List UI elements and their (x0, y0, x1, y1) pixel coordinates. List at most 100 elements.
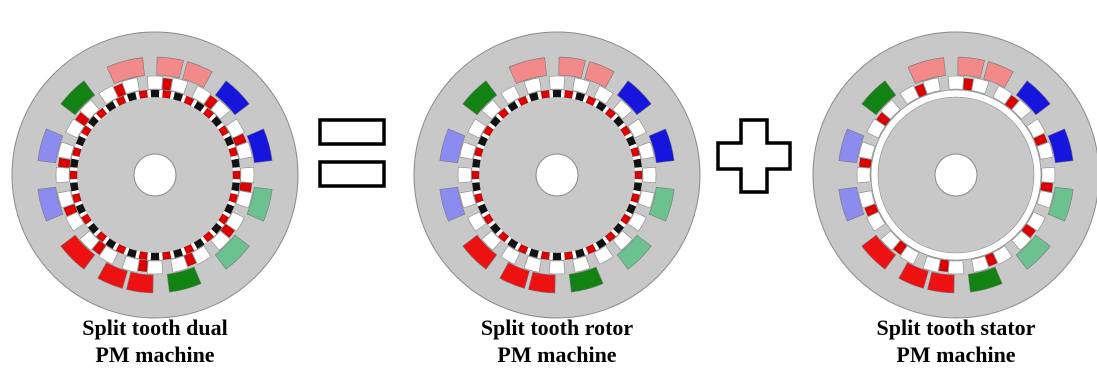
rotor-magnet (574, 92, 586, 102)
stator-tooth (57, 141, 75, 160)
stator-tooth (922, 255, 941, 273)
stator-magnet (162, 78, 173, 91)
stator-magnet (876, 112, 891, 126)
rotor-gap (169, 250, 175, 259)
rotor-magnet (472, 158, 481, 169)
stator-magnet (184, 252, 197, 267)
coil-side (568, 266, 604, 293)
coil-side (648, 128, 675, 164)
coil-side (499, 262, 530, 289)
equals-sign-icon (318, 118, 386, 188)
stator-pm-machine-diagram (812, 31, 1097, 319)
rotor-gap (481, 210, 490, 218)
stator-tooth (500, 245, 521, 265)
stator-tooth (459, 190, 477, 209)
rotor-magnet (80, 213, 92, 225)
coil-side (907, 57, 946, 85)
stator-magnet (63, 204, 78, 217)
rotor-gap (634, 167, 642, 172)
rotor-gap (624, 210, 633, 218)
stator-tooth (880, 230, 901, 251)
stator-tooth (971, 255, 990, 273)
rotor-gap (135, 91, 141, 100)
stator-tooth (627, 211, 647, 232)
coil-side (1015, 234, 1051, 270)
rotor-gap (632, 155, 641, 161)
coil-side (166, 266, 202, 293)
rotor-pm-machine-caption: Split tooth rotor PM machine (427, 314, 687, 368)
stator-tooth (170, 255, 189, 273)
coil-side (156, 56, 184, 79)
stator-magnet (239, 182, 252, 193)
rotor-gap (158, 90, 163, 98)
rotor-gap (473, 155, 482, 161)
machine-group (11, 31, 299, 319)
rotor-gap (525, 247, 532, 256)
coil-side (584, 61, 615, 88)
stator-tooth (971, 77, 990, 95)
rotor-gap (147, 90, 152, 98)
equals-bottom-bar (318, 160, 386, 188)
stator-tooth (65, 211, 85, 232)
stator-tooth (899, 245, 920, 265)
rotor-gap (549, 252, 554, 260)
rotor-magnet (497, 107, 510, 120)
stator-tooth (922, 77, 941, 95)
equals-top-bar (318, 118, 386, 146)
rotor-gap (476, 200, 485, 207)
stator-tooth (481, 230, 502, 251)
rotor-gap (582, 247, 589, 256)
rotor-gap (208, 228, 217, 237)
rotor-gap (200, 236, 208, 245)
plus-sign-icon (716, 118, 792, 194)
rotor-gap (634, 178, 642, 183)
rotor-gap (582, 94, 589, 103)
rotor-gap (537, 250, 543, 259)
rotor-magnet (630, 192, 640, 204)
stator-tooth (457, 166, 472, 184)
rotor-gap (504, 236, 512, 245)
rotor-gap (190, 242, 198, 251)
rotor-gap (147, 252, 152, 260)
rotor-magnet (612, 222, 625, 235)
stator-magnet (113, 83, 126, 98)
stator-tooth (191, 85, 212, 105)
stator-tooth (235, 190, 253, 209)
stator-tooth (612, 230, 633, 251)
rotor-gap (74, 200, 83, 207)
rotor-magnet (552, 252, 562, 261)
stator-tooth (572, 77, 591, 95)
machine-group (812, 31, 1097, 319)
rotor-gap (610, 228, 619, 237)
coil-side (246, 128, 273, 164)
rotor-magnet (563, 251, 574, 260)
stator-magnet (864, 204, 879, 217)
stator-tooth (210, 99, 231, 120)
rotor-magnet (202, 230, 215, 243)
rotor-magnet (540, 90, 551, 99)
rotor-gap (123, 94, 130, 103)
rotor-magnet (87, 222, 100, 235)
stator-magnet (137, 259, 148, 272)
rotor-caption-line2: PM machine (497, 342, 617, 367)
stator-tooth (858, 141, 876, 160)
rotor-magnet (150, 89, 160, 98)
stator-tooth (1026, 211, 1046, 232)
rotor-magnet (585, 95, 597, 107)
stator-tooth (481, 99, 502, 120)
rotor-magnet (612, 115, 625, 128)
coil-side (1047, 186, 1074, 222)
rotor-magnet (585, 243, 597, 255)
coil-side (616, 234, 652, 270)
stator-magnet (220, 224, 235, 238)
rotor-caption-line1: Split tooth rotor (480, 315, 634, 340)
rotor-magnet (218, 125, 230, 137)
stator-tooth (593, 245, 614, 265)
coil-side (1015, 80, 1051, 116)
stator-magnet (1021, 224, 1036, 238)
stator-tooth (899, 85, 920, 105)
stator-tooth (79, 99, 100, 120)
rotor-gap (230, 189, 239, 195)
rotor-gap (79, 132, 88, 140)
stator-tooth (121, 77, 140, 95)
